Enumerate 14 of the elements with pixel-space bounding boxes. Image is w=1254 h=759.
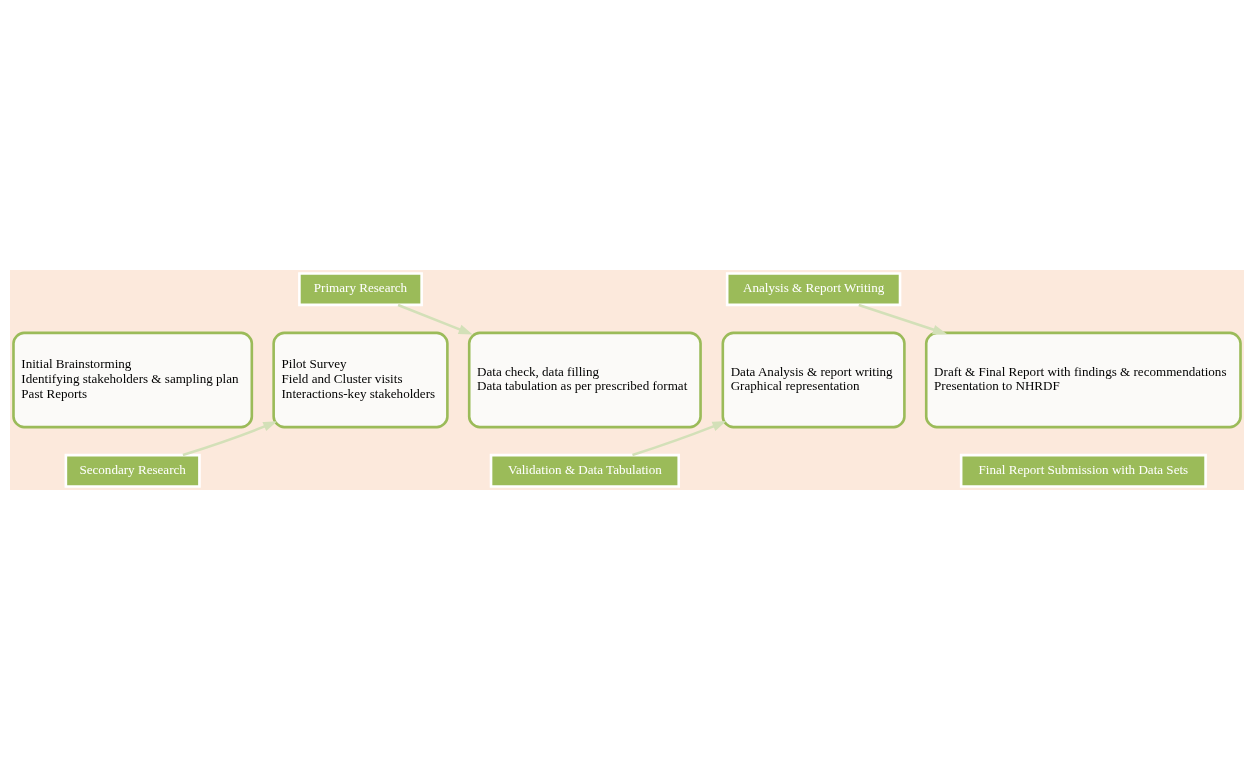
node-box: Draft & Final Report with findings & recommendations Presentation to NHRDF xyxy=(924,331,1242,428)
node-box: Initial Brainstorming Identifying stakeholders & sampling plan Past Reports xyxy=(12,331,254,428)
node-box: Data check, data filling Data tabulation as per prescribed format xyxy=(467,331,702,428)
node-box: Secondary Research xyxy=(64,453,201,488)
node-box: Final Report Submission with Data Sets xyxy=(959,453,1207,488)
node-box: Data Analysis & report writing Graphical representation xyxy=(721,331,906,428)
arrow xyxy=(632,420,727,456)
node-box: Primary Research xyxy=(298,271,423,306)
arrow xyxy=(858,303,947,334)
node-box: Analysis & Report Writing xyxy=(725,271,902,306)
arrow xyxy=(397,303,473,335)
node-box: Pilot Survey Field and Cluster visits Interactions-key stakeholders xyxy=(272,331,449,428)
arrow xyxy=(182,420,278,456)
node-box: Validation & Data Tabulation xyxy=(489,453,681,488)
